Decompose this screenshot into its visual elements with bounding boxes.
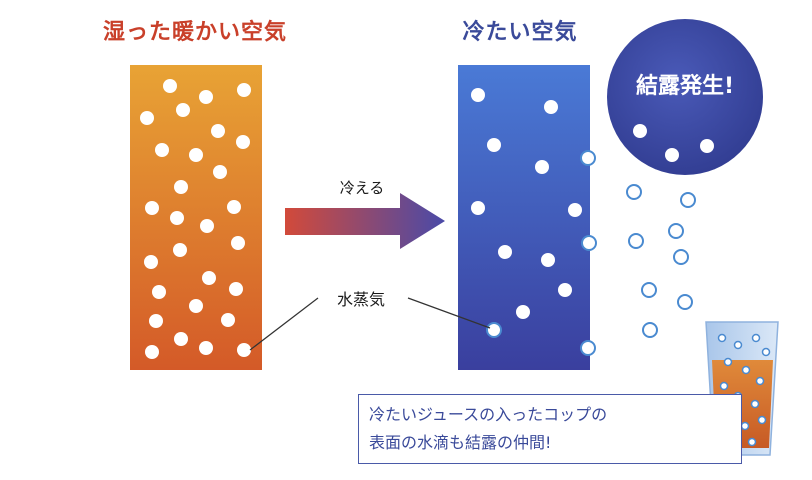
vapor-leader-right: [407, 297, 491, 329]
condensed-droplets: [626, 184, 696, 338]
cold-air-column: [458, 65, 590, 370]
cold-vapor-particles: [471, 88, 582, 319]
vapor-leader-left: [249, 297, 319, 351]
note-box: 冷たいジュースの入ったコップの 表面の水滴も結露の仲間!: [358, 394, 742, 464]
vapor-label: 水蒸気: [336, 290, 385, 309]
warm-air-column: [130, 65, 262, 370]
condensation-bubble: [607, 19, 763, 175]
cooling-arrow: [285, 193, 445, 249]
note-line-2: 表面の水滴も結露の仲間!: [369, 433, 552, 452]
note-line-1: 冷たいジュースの入ったコップの: [369, 405, 608, 424]
cooling-label: 冷える: [339, 179, 385, 197]
cold-air-title: 冷たい空気: [462, 20, 578, 45]
bubble-particles: [633, 124, 714, 162]
warm-vapor-particles: [140, 79, 251, 359]
condensation-label: 結露発生!: [635, 74, 735, 99]
warm-air-title: 湿った暖かい空気: [102, 20, 287, 45]
cold-edge-droplets: [486, 150, 597, 356]
